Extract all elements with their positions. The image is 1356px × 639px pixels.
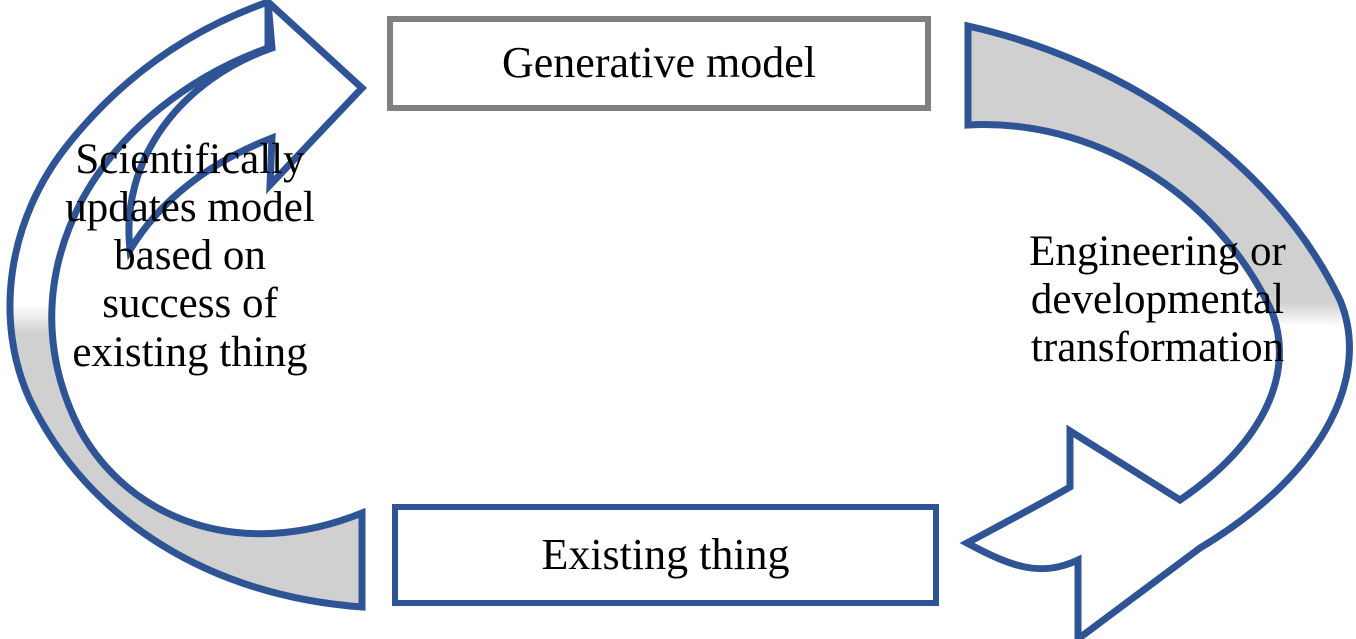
node-box-existing-thing[interactable]: Existing thing (392, 504, 939, 606)
left-arrow-head (125, 0, 367, 261)
edge-label-engineering-transformation: Engineering or developmental transformat… (1029, 228, 1286, 372)
edge-label-scientific-update: Scientifically updates model based on su… (65, 136, 315, 376)
node-label-existing-thing: Existing thing (541, 529, 790, 579)
right-curved-arrow (959, 21, 1353, 639)
node-label-generative-model: Generative model (502, 38, 816, 88)
node-box-generative-model[interactable]: Generative model (387, 16, 931, 111)
